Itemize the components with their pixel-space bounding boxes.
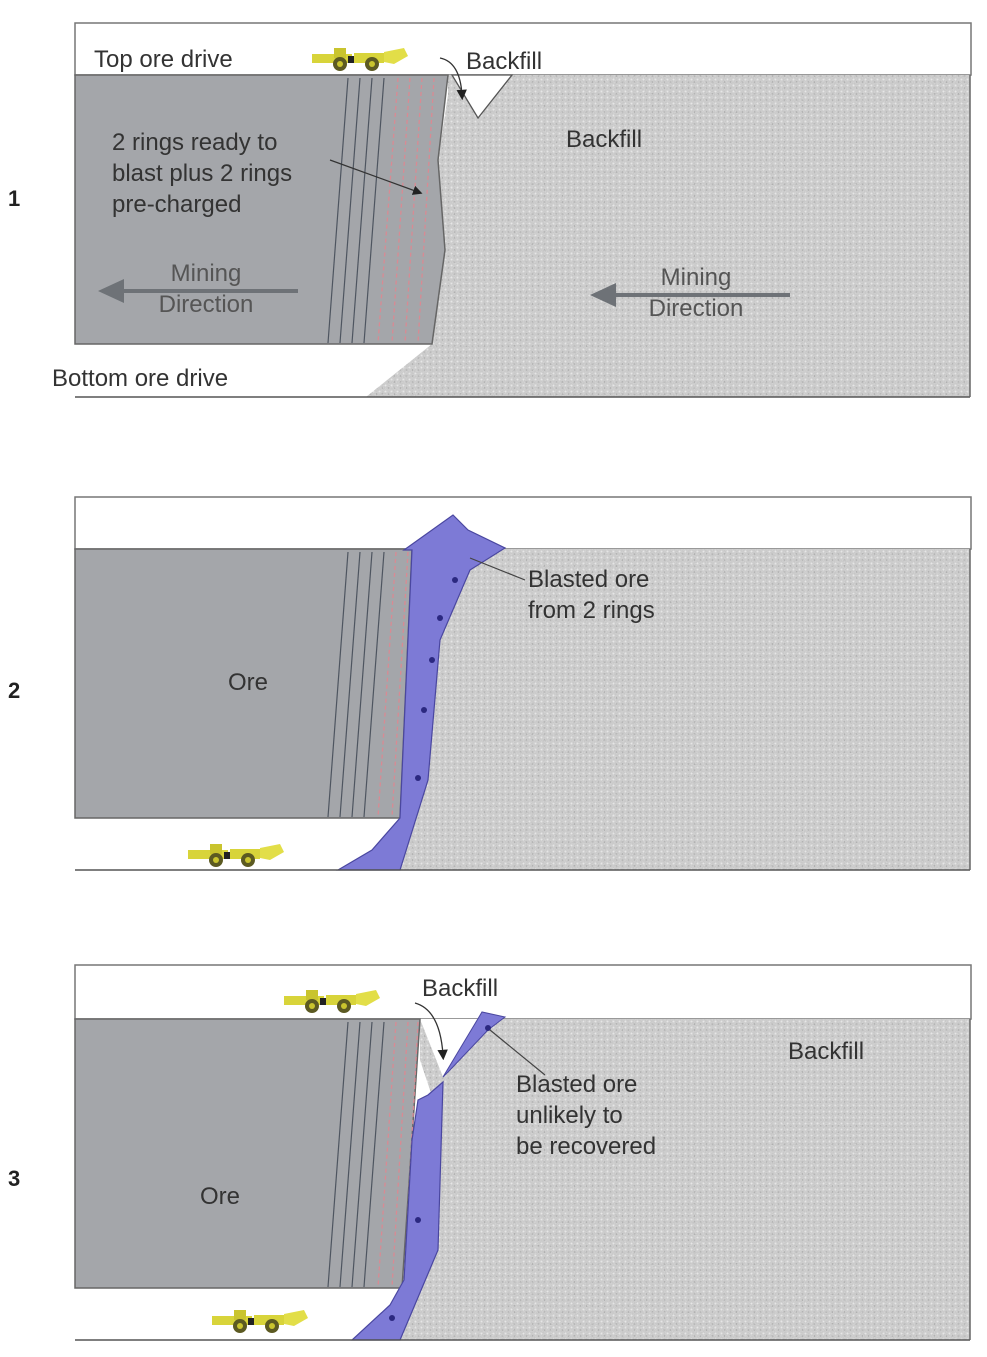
mining-direction-arrow-left [98,279,298,303]
mining-direction-label-right: Mining Direction [648,264,744,322]
backfill-region-label: Backfill [788,1038,865,1065]
loader-icon [188,844,284,867]
ore-block [74,1018,421,1289]
panel-2-graphic [74,496,972,871]
ore-label: Ore [228,669,269,696]
drilled-rings [327,77,385,344]
blasted-ore [335,514,507,871]
bottom-ore-drive-label: Bottom ore drive [52,365,229,392]
step-number: 3 [8,1166,21,1191]
top-ore-drive-label: Top ore drive [94,46,233,73]
blasted-ore-label: Blasted ore from 2 rings [528,566,655,624]
ore-label: Ore [200,1183,241,1210]
loader-icon [212,1310,308,1333]
panel-step-2: 2 Ore Blasted ore from 2 rings [0,490,987,890]
panel-step-3: 3 Ore Backfill Backfill Blasted ore unli… [0,960,987,1357]
blasted-ore-label: Blasted ore unlikely to be recovered [516,1071,657,1160]
backfill-arrow-label: Backfill [466,48,543,75]
mining-direction-arrow-right [590,283,790,307]
rings-note-label: 2 rings ready to blast plus 2 rings pre-… [112,129,293,218]
backfill-region-label: Backfill [566,126,643,153]
step-number: 2 [8,678,21,703]
panel-1-graphic [74,22,972,398]
step-number: 1 [8,186,21,211]
panel-3-graphic [74,964,972,1341]
charged-rings [377,77,435,344]
mining-direction-label-left: Mining Direction [158,260,254,318]
backfill-arrow-label: Backfill [422,975,499,1002]
panel-step-1: 1 Top ore drive Backfill Backfill 2 ring… [0,0,987,420]
